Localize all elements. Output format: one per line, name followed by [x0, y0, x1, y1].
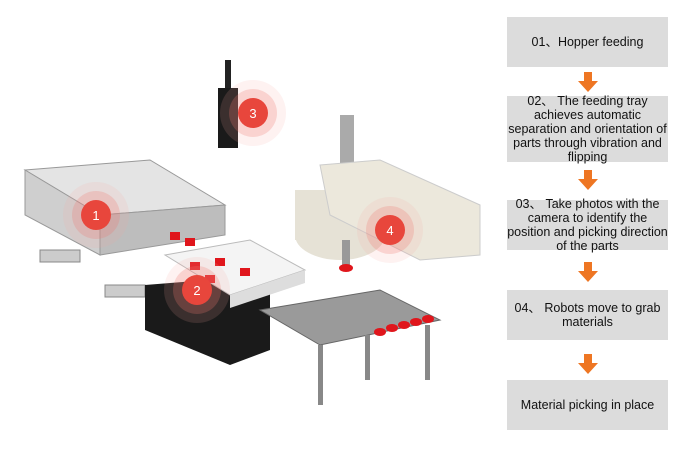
arrow-down-icon [578, 354, 598, 374]
machine-illustration [23, 60, 481, 405]
step-1-box: 01、Hopper feeding [507, 17, 668, 67]
scara-robot [295, 115, 481, 272]
marker-1: 1 [81, 200, 111, 230]
marker-3: 3 [238, 98, 268, 128]
parts-table [258, 289, 442, 405]
marker-2: 2 [182, 275, 212, 305]
step-5-box: Material picking in place [507, 380, 668, 430]
step-4-box: 04、 Robots move to grab materials [507, 290, 668, 340]
camera [218, 60, 238, 148]
step-2-box: 02、 The feeding tray achieves automatic … [507, 94, 668, 164]
feeding-tray [145, 232, 307, 365]
arrow-down-icon [578, 72, 598, 92]
marker-4: 4 [375, 215, 405, 245]
arrow-down-icon [578, 170, 598, 190]
step-3-box: 03、 Take photos with the camera to ident… [507, 197, 668, 253]
hopper [23, 159, 227, 298]
arrow-down-icon [578, 262, 598, 282]
